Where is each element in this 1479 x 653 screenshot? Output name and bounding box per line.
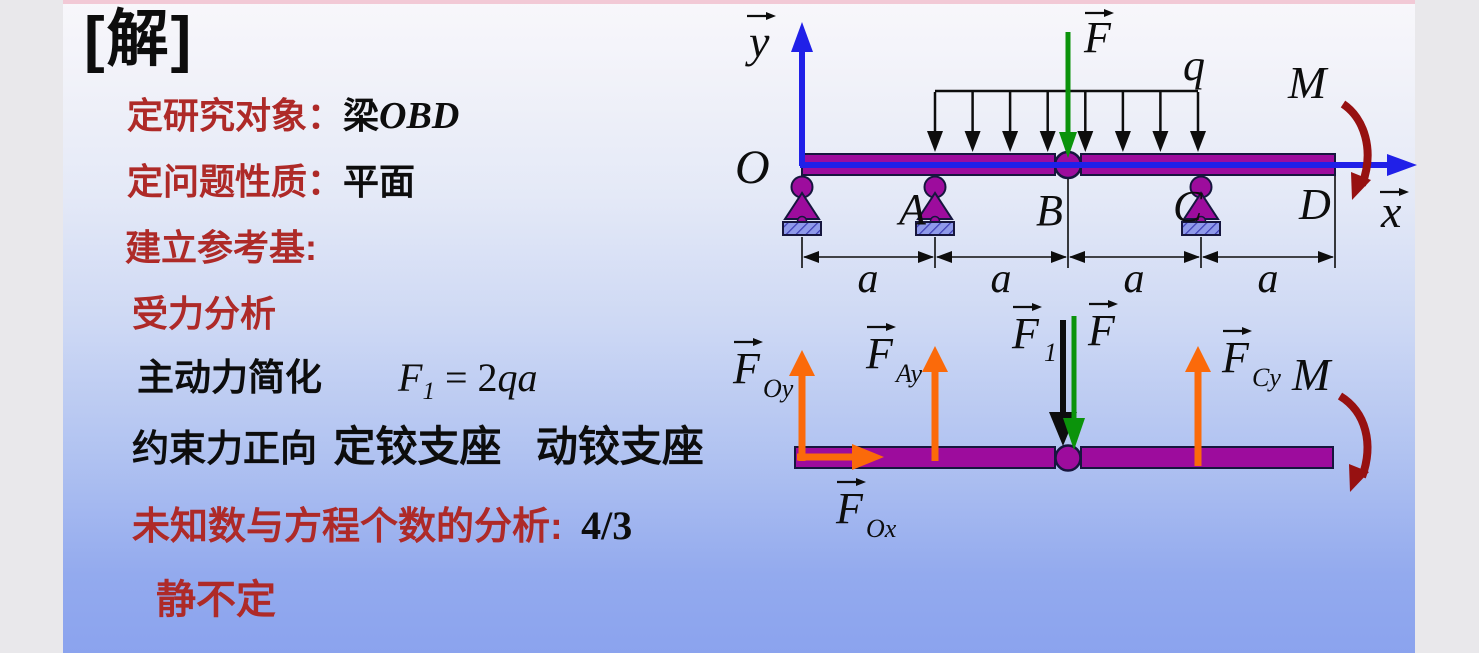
reaction-foy-arrow-icon (789, 350, 815, 461)
label-dim-a1: a (858, 256, 879, 302)
label-point-b: B (1036, 186, 1063, 235)
slide-background (63, 0, 1415, 653)
step-label: 定研究对象： (127, 95, 344, 136)
step-value: 平面 (343, 161, 416, 202)
label-origin-o: O (735, 141, 770, 194)
x-axis-icon (800, 154, 1417, 176)
svg-text:x: x (1380, 186, 1402, 237)
label-point-d: D (1298, 180, 1331, 229)
fixed-hinge-support-label: 定铰支座 (333, 423, 502, 470)
unknowns-ratio: 4/3 (581, 503, 633, 548)
step-constraints: 约束力正向 定铰支座 动铰支座 (132, 423, 704, 470)
label-f-vector-fbd: F (1087, 300, 1118, 355)
formula-qa: qa (497, 355, 538, 400)
top-beam-diagram: O A B C D q M a a a a y x F (735, 9, 1417, 302)
formula-f: F (398, 355, 423, 400)
slide-top-border (63, 0, 1415, 4)
free-body-diagram: F Oy F Ay F 1 F (732, 300, 1372, 543)
step-unknowns-analysis: 未知数与方程个数的分析: 4/3 (132, 504, 632, 549)
dimension-lines (801, 176, 1336, 268)
formula-equals: = 2 (444, 355, 498, 400)
step-value-cn: 梁 (343, 95, 380, 136)
label-dim-a2: a (991, 256, 1012, 302)
svg-text:y: y (745, 16, 770, 67)
label-dim-a4: a (1258, 256, 1279, 302)
step-force-analysis: 受力分析 (132, 293, 277, 334)
reaction-fox-arrow-icon (797, 444, 884, 470)
step-reference-frame: 建立参考基: (125, 227, 317, 268)
y-axis-icon (791, 22, 813, 166)
svg-text:Cy: Cy (1252, 363, 1281, 392)
svg-text:Ay: Ay (894, 359, 922, 388)
svg-text:F: F (1083, 13, 1112, 62)
formula-sub-1: 1 (422, 378, 435, 405)
step-active-force: 主动力简化 (137, 357, 322, 398)
reaction-fcy-arrow-icon (1185, 346, 1211, 466)
step-research-object: 定研究对象：梁OBD (127, 95, 460, 138)
roller-support-label: 动铰支座 (535, 423, 704, 470)
label-point-a: A (896, 185, 927, 234)
step-label: 定问题性质： (127, 161, 344, 202)
label-moment-m-top: M (1287, 57, 1329, 108)
label-moment-m-fbd: M (1291, 349, 1333, 400)
reaction-fay-arrow-icon (922, 346, 948, 461)
label-x-vector: x (1380, 186, 1409, 237)
svg-text:F: F (1087, 306, 1116, 355)
label-dim-a3: a (1124, 256, 1145, 302)
constraint-positive-label: 约束力正向 (132, 428, 317, 469)
step-value-obd: OBD (379, 95, 460, 137)
svg-text:1: 1 (1044, 338, 1057, 367)
moment-m-arrow-icon (1340, 100, 1372, 200)
label-f-vector-top: F (1083, 9, 1114, 62)
label-fox-vector: F Ox (835, 478, 897, 543)
formula-f1-2qa: F1 = 2qa (398, 356, 538, 406)
force-f-arrow-icon (1059, 32, 1077, 158)
svg-text:F: F (1221, 333, 1250, 382)
svg-text:F: F (835, 484, 864, 533)
svg-text:F: F (865, 329, 894, 378)
svg-text:Ox: Ox (866, 514, 897, 543)
fbd-hinge-b-icon (1054, 444, 1082, 472)
svg-text:F: F (732, 344, 761, 393)
label-y-vector: y (745, 12, 776, 67)
svg-text:Oy: Oy (763, 374, 794, 403)
label-f1-vector: F 1 (1011, 303, 1057, 367)
force-f-arrow-fbd-icon (1063, 316, 1085, 450)
step-problem-type: 定问题性质：平面 (127, 162, 415, 202)
label-load-q: q (1183, 41, 1205, 90)
label-fay-vector: F Ay (865, 323, 922, 388)
fbd-beam-right (1080, 446, 1334, 469)
support-a-icon (915, 175, 955, 236)
solution-header: [解] (84, 5, 194, 74)
unknowns-label: 未知数与方程个数的分析: (132, 506, 563, 548)
step-statically-indeterminate: 静不定 (156, 578, 276, 622)
support-c-icon (1181, 175, 1221, 236)
label-foy-vector: F Oy (732, 338, 794, 403)
label-point-c: C (1173, 182, 1203, 231)
label-fcy-vector: F Cy (1221, 327, 1281, 392)
moment-m-arrow-fbd-icon (1337, 392, 1372, 492)
support-o-icon (782, 175, 822, 236)
svg-text:F: F (1011, 309, 1040, 358)
